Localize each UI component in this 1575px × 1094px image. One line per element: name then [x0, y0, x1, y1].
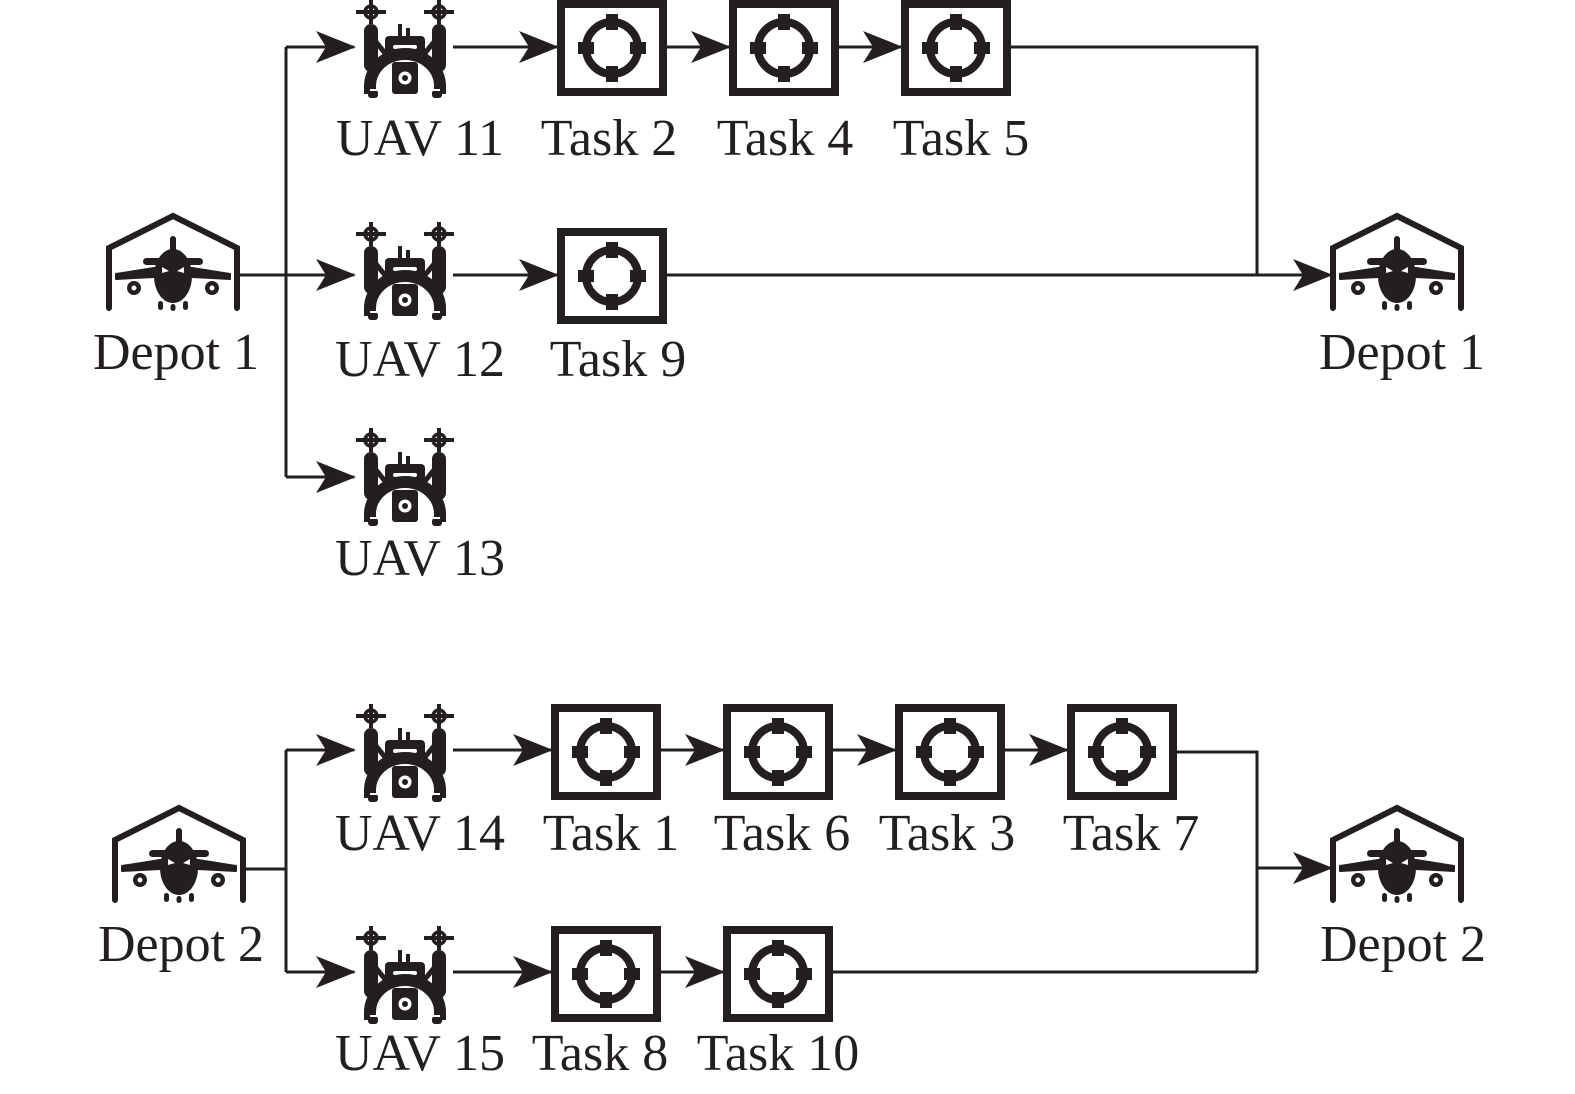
- depot-hangar-icon: [115, 808, 243, 903]
- task-target-icon: [727, 930, 829, 1018]
- uav-drone-icon: [356, 428, 454, 526]
- task-label: Task 6: [714, 805, 850, 862]
- task-target-icon: [561, 232, 663, 320]
- uav-drone-icon: [356, 704, 454, 802]
- connector-task7-return: [1177, 750, 1259, 972]
- task-target-icon: [555, 930, 657, 1018]
- depot-hangar-icon: [1333, 808, 1461, 903]
- uav-drone-icon: [356, 222, 454, 320]
- uav-label: UAV 12: [335, 331, 505, 388]
- task-label: Task 4: [717, 110, 853, 167]
- depot-start-label: Depot 1: [93, 324, 259, 381]
- depot-hangar-icon: [1333, 216, 1461, 311]
- uav-label: UAV 13: [335, 530, 505, 587]
- connector-task5-return: [1011, 45, 1259, 275]
- uav-drone-icon: [356, 0, 454, 98]
- task-target-icon: [727, 708, 829, 796]
- route-group-depot-1: Depot 1 UAV 11 UAV 12 UAV 13 Task 2 Task…: [93, 0, 1485, 587]
- depot-return-label: Depot 2: [1320, 916, 1486, 973]
- uav-drone-icon: [356, 926, 454, 1024]
- depot-return-label: Depot 1: [1319, 324, 1485, 381]
- task-label: Task 1: [543, 805, 679, 862]
- task-target-icon: [733, 4, 835, 92]
- task-label: Task 2: [541, 110, 677, 167]
- task-target-icon: [899, 708, 1001, 796]
- connector-lines-group-1: [238, 31, 1333, 493]
- uav-label: UAV 15: [335, 1025, 505, 1082]
- task-label: Task 10: [697, 1025, 859, 1082]
- task-target-icon: [555, 708, 657, 796]
- task-target-icon: [1071, 708, 1173, 796]
- depot-hangar-icon: [109, 216, 237, 311]
- route-group-depot-2: Depot 2 UAV 14 UAV 15 Task 1 Task 6 Task…: [98, 704, 1486, 1082]
- connector-lines-group-2: [244, 734, 1333, 988]
- task-label: Task 8: [532, 1025, 668, 1082]
- task-label: Task 9: [550, 331, 686, 388]
- task-label: Task 5: [893, 110, 1029, 167]
- task-label: Task 3: [879, 805, 1015, 862]
- uav-label: UAV 11: [336, 110, 504, 167]
- task-target-icon: [905, 4, 1007, 92]
- task-label: Task 7: [1063, 805, 1199, 862]
- depot-start-label: Depot 2: [98, 916, 264, 973]
- uav-label: UAV 14: [335, 805, 505, 862]
- task-target-icon: [561, 4, 663, 92]
